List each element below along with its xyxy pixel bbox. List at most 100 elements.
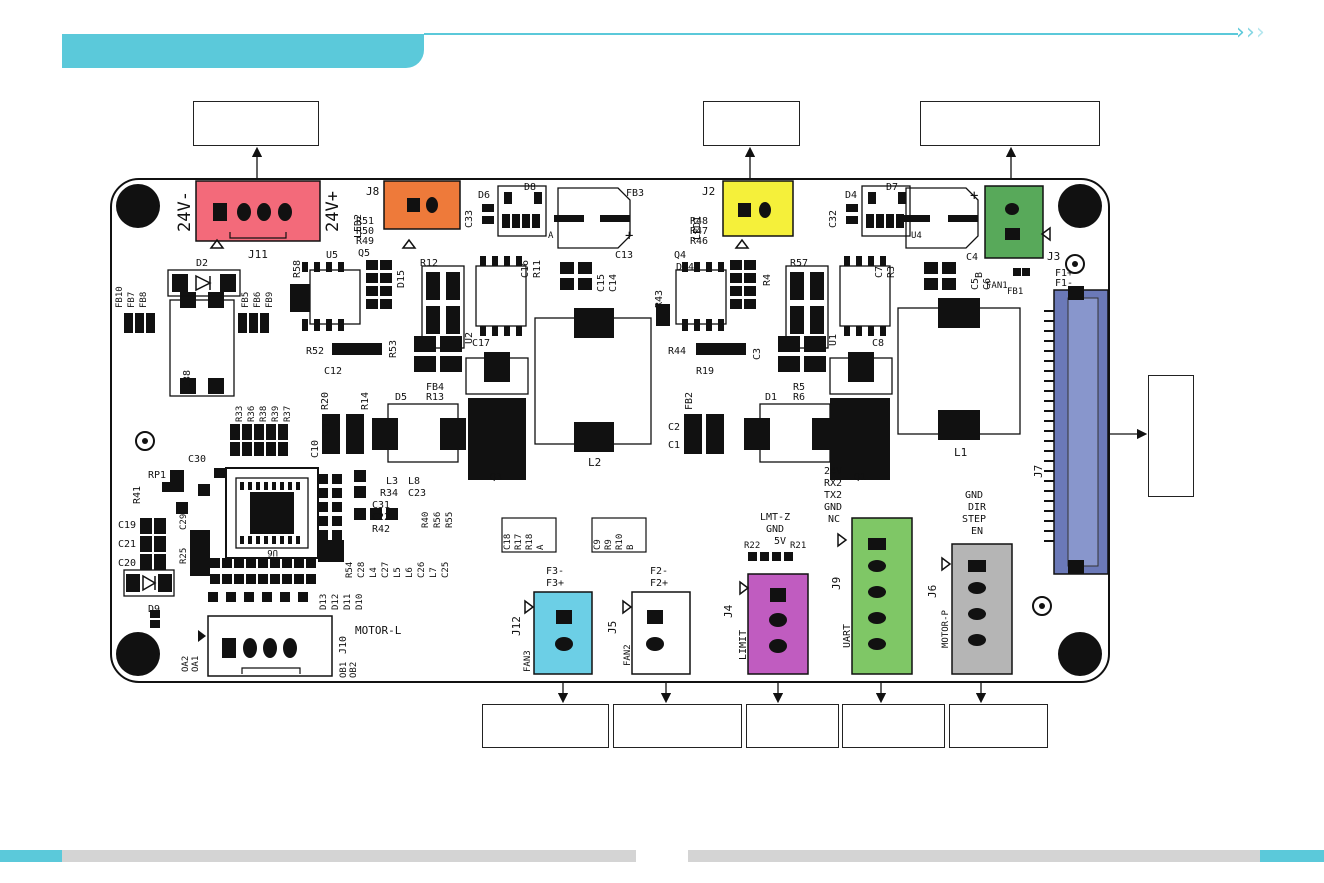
- silkscreen-label: F3+: [546, 578, 564, 589]
- silkscreen-label: 5V: [774, 536, 786, 547]
- silkscreen-label: EN: [971, 526, 983, 537]
- silkscreen-label: C1: [668, 440, 680, 451]
- silkscreen-label: D8: [524, 182, 536, 193]
- silkscreen-label: C16: [520, 260, 531, 278]
- silkscreen-label: 24V: [824, 466, 842, 477]
- fan2-label: FAN2: [623, 644, 633, 666]
- silkscreen-label: U2: [464, 332, 475, 344]
- silkscreen-label: R40: [421, 512, 431, 528]
- header-tab: [62, 34, 424, 68]
- fiducial: [135, 431, 155, 451]
- j3-pin-label: F1+: [1055, 268, 1073, 279]
- mounting-hole: [1058, 632, 1102, 676]
- silkscreen-label: D12: [331, 594, 341, 610]
- motor-p-label: MOTOR-P: [941, 609, 951, 648]
- silkscreen-label: RP1: [148, 470, 166, 481]
- silkscreen-label: R36: [247, 406, 257, 422]
- footer-accent-right: [1260, 850, 1324, 862]
- silkscreen-label: C31: [372, 500, 390, 511]
- silkscreen-label: R21: [790, 541, 806, 551]
- silkscreen-label: R20: [320, 392, 331, 410]
- j12-ref: J12: [510, 616, 523, 636]
- part-group-a: [501, 517, 557, 553]
- header-rule: [424, 33, 1238, 35]
- j2-ref: J2: [702, 185, 715, 198]
- fan3-label: FAN3: [523, 650, 533, 672]
- silkscreen-label: D2: [196, 258, 208, 269]
- silkscreen-label: L1: [954, 446, 967, 459]
- silkscreen-label: C3: [752, 348, 763, 360]
- j5-ref: J5: [606, 621, 619, 634]
- silkscreen-label: R6: [793, 392, 805, 403]
- motor-l-label: MOTOR-L: [355, 624, 402, 637]
- silkscreen-label: L4: [369, 567, 379, 578]
- r-label: R46: [690, 236, 708, 247]
- silkscreen-label: FB4: [426, 382, 444, 393]
- silkscreen-label: Q5: [358, 248, 370, 259]
- silkscreen-label: D4: [845, 190, 857, 201]
- silkscreen-label: C20: [118, 558, 136, 569]
- silkscreen-label: Q4: [674, 250, 686, 261]
- silkscreen-label: B: [626, 545, 636, 550]
- silkscreen-label: C6: [982, 278, 993, 290]
- silkscreen-label: C29: [179, 514, 189, 530]
- led2-label: LED2: [353, 214, 364, 238]
- mounting-hole: [116, 632, 160, 676]
- silkscreen-label: C32: [828, 210, 839, 228]
- silkscreen-label: R39: [271, 406, 281, 422]
- silkscreen-label: A: [536, 544, 546, 550]
- silkscreen-label: R41: [132, 486, 143, 504]
- silkscreen-label: C12: [324, 366, 342, 377]
- silkscreen-label: D10: [355, 594, 365, 610]
- silkscreen-label: R33: [235, 406, 245, 422]
- silkscreen-label: R12: [420, 258, 438, 269]
- callout-led2: [703, 101, 800, 146]
- silkscreen-label: FB9: [265, 292, 275, 308]
- silkscreen-label: C19: [118, 520, 136, 531]
- silkscreen-label: C23: [408, 488, 426, 499]
- silkscreen-label: U4: [911, 231, 922, 241]
- silkscreen-label: R9: [604, 539, 614, 550]
- diode-d2: [167, 269, 241, 297]
- silkscreen-label: FB3: [626, 188, 644, 199]
- resistor-row: [140, 424, 398, 602]
- limit-label: LIMIT: [738, 630, 749, 660]
- footer-bar-left: [62, 850, 636, 862]
- silkscreen-label: R37: [283, 406, 293, 422]
- part-group-b: [591, 517, 647, 553]
- silkscreen-label: R22: [744, 541, 760, 551]
- mosfet-q3: [465, 352, 529, 480]
- silkscreen-label: C14: [608, 274, 619, 292]
- silkscreen-label: L2: [588, 456, 601, 469]
- fiducial: [1039, 603, 1045, 609]
- j6-ref: J6: [926, 585, 939, 598]
- r-label: R51: [356, 216, 374, 227]
- silkscreen-label: R3: [886, 266, 897, 278]
- diode-block: [497, 185, 911, 237]
- silkscreen-label: F2-: [650, 566, 668, 577]
- silkscreen-label: RX2: [824, 478, 842, 489]
- silkscreen-label: D15: [396, 270, 407, 288]
- silkscreen-label: R17: [514, 534, 524, 550]
- footer-bar-right: [688, 850, 1260, 862]
- diode-d9: [123, 569, 175, 597]
- silkscreen-label: L7: [429, 567, 439, 578]
- ic-u4: [675, 269, 727, 325]
- j10-ref: J10: [338, 636, 349, 654]
- silkscreen-label: L3: [386, 476, 398, 487]
- silkscreen-label: C25: [441, 562, 451, 578]
- silkscreen-label: R57: [790, 258, 808, 269]
- silkscreen-label: R42: [372, 524, 390, 535]
- fiducial: [1072, 261, 1078, 267]
- silkscreen-label: R5: [793, 382, 805, 393]
- fiducial: [1032, 596, 1052, 616]
- j3-ref: J3: [1047, 250, 1060, 263]
- j3-connector: [984, 185, 1044, 259]
- silkscreen-label: GND: [766, 524, 784, 535]
- mounting-hole: [116, 184, 160, 228]
- silkscreen-label: FB2: [684, 392, 695, 410]
- silkscreen-label: TX2: [824, 490, 842, 501]
- silkscreen-label: C33: [464, 210, 475, 228]
- silkscreen-label: D7: [886, 182, 898, 193]
- silkscreen-label: DIR: [968, 502, 987, 513]
